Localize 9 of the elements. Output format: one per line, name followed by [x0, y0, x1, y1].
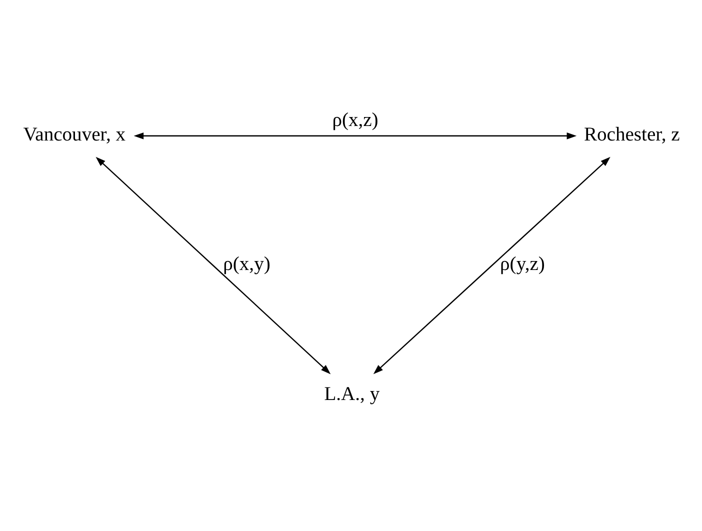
- edge-label: ρ(x,y): [223, 254, 270, 276]
- node-text: Vancouver, x: [23, 124, 126, 146]
- arrow: [373, 156, 610, 374]
- arrow: [96, 156, 331, 374]
- arrow: [134, 132, 577, 140]
- node-text: Rochester, z: [584, 124, 680, 146]
- node-text: L.A., y: [324, 384, 380, 405]
- edge-label: ρ(x,z): [332, 110, 378, 131]
- edge-label: ρ(y,z): [500, 254, 545, 276]
